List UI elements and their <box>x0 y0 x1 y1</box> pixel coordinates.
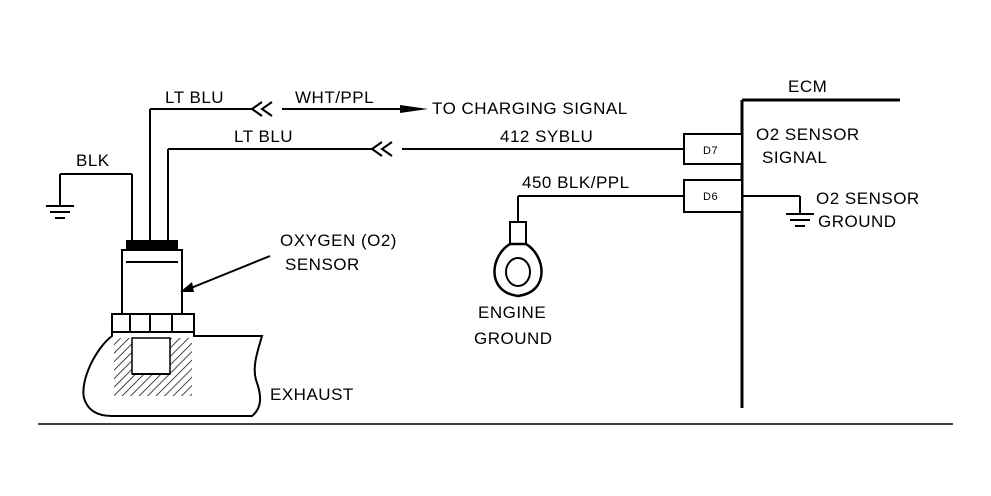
ecm-label: ECM <box>788 77 827 96</box>
exhaust-pipe <box>82 332 264 417</box>
o2-signal-label-2: SIGNAL <box>762 148 827 167</box>
oxygen-label-2: SENSOR <box>285 255 360 274</box>
pin-d7: D7 <box>683 133 743 165</box>
ecm-ground-wire <box>742 195 801 214</box>
o2-ground-label-1: O2 SENSOR <box>816 189 920 208</box>
pin-d6: D6 <box>683 179 743 213</box>
oxygen-sensor-icon <box>111 240 195 333</box>
sensor-ground-icon <box>46 205 74 219</box>
blk-label: BLK <box>76 151 110 170</box>
wht-ppl-label: WHT/PPL <box>295 88 374 107</box>
o2-ground-label-2: GROUND <box>818 212 897 231</box>
to-charging-label: TO CHARGING SIGNAL <box>432 99 628 118</box>
blk-ppl-wire <box>517 195 684 222</box>
ecm-module <box>740 98 900 408</box>
pin-d6-label: D6 <box>703 191 718 203</box>
wire-412-label: 412 SYBLU <box>500 127 593 146</box>
wire-450-label: 450 BLK/PPL <box>522 173 630 192</box>
lt-blu-signal-wire <box>167 141 684 240</box>
engine-ground-label-1: ENGINE <box>478 303 546 322</box>
blk-wire <box>59 173 133 240</box>
oxygen-label-1: OXYGEN (O2) <box>280 231 397 250</box>
ground-symbol-icon <box>786 213 814 227</box>
arrowhead-icon <box>180 282 194 292</box>
sensor-leader-arrow <box>185 255 271 291</box>
lt-blu-top-label: LT BLU <box>165 88 224 107</box>
lt-blu-mid-label: LT BLU <box>234 127 293 146</box>
pin-d7-label: D7 <box>703 145 718 157</box>
lt-blu-top-wire <box>149 101 400 240</box>
exhaust-label: EXHAUST <box>270 385 354 404</box>
arrow-right-icon <box>400 105 428 113</box>
ring-terminal-icon <box>493 221 543 298</box>
engine-ground-label-2: GROUND <box>474 329 553 348</box>
o2-signal-label-1: O2 SENSOR <box>756 125 860 144</box>
